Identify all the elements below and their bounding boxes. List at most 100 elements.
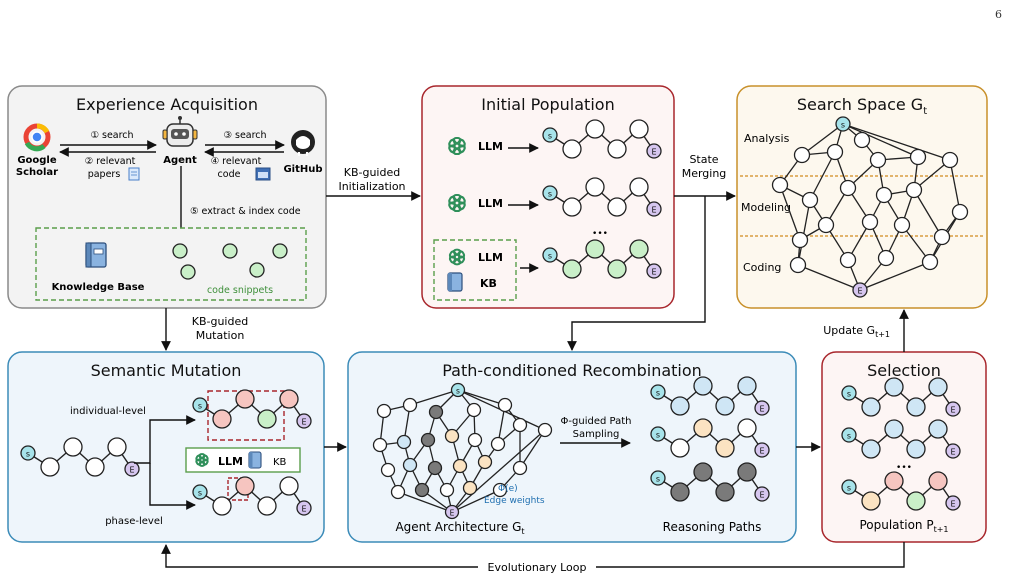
search-space-node [839, 251, 857, 269]
architecture-edge [397, 491, 453, 513]
phase-level-label: phase-level [105, 516, 163, 527]
mutation-source-path-node [107, 437, 127, 457]
openai-icon [195, 453, 209, 467]
selection-path-3-node [928, 471, 948, 491]
openai-icon-petal [453, 136, 466, 147]
architecture-node [444, 504, 460, 520]
code-snippet-nodes [172, 243, 288, 280]
loop-label-bg [478, 559, 596, 575]
openai-icon [448, 136, 466, 156]
architecture-node [439, 482, 455, 498]
sampling-label-2: Sampling [573, 429, 620, 440]
kb-init-label-1: KB-guided [344, 166, 400, 179]
init-path-2-node [542, 185, 558, 201]
experience-panel [7, 85, 327, 309]
search-space-node-label: E [857, 287, 862, 296]
search-space-node [771, 176, 789, 194]
selection-path-1-node-label: E [950, 406, 955, 415]
init-path-2-node [585, 177, 605, 197]
architecture-node [402, 457, 418, 473]
init-path-2-node [607, 197, 627, 217]
architecture-node [420, 432, 436, 448]
search-space-node [826, 143, 844, 161]
phase-modeling: Modeling [741, 201, 791, 214]
init-path-3-node [585, 239, 605, 259]
init-llm-label-3: LLM [478, 251, 503, 264]
init-path-3-node [562, 259, 582, 279]
selection-path-1-node-label: s [847, 390, 851, 399]
sampling-label-1: Φ-guided Path [561, 416, 632, 427]
reasoning-path-2-node [715, 438, 735, 458]
reasoning-path-2-node [737, 418, 757, 438]
code-label-1: ④ relevant [211, 156, 262, 167]
phi-label: Φ(e) [498, 484, 518, 494]
selection-path-2-node [841, 427, 857, 443]
architecture-node [512, 460, 528, 476]
selection-path-3-node [861, 491, 881, 511]
reasoning-path-1-node-label: E [759, 405, 764, 414]
openai-icon [448, 248, 466, 266]
search-space-node [941, 151, 959, 169]
init-ellipsis: ••• [592, 229, 608, 239]
selection-path-2-node [906, 439, 926, 459]
search-space-title-main: Search Space G [797, 95, 923, 114]
selection-ellipsis: ••• [896, 463, 912, 473]
search-right-label: ③ search [223, 130, 266, 141]
individual-level-path-node [296, 413, 312, 429]
architecture-node [380, 462, 396, 478]
search-left-label: ① search [90, 130, 133, 141]
reasoning-path-3-node [650, 470, 666, 486]
architecture-node [490, 436, 506, 452]
search-space-node [869, 151, 887, 169]
architecture-edge [519, 429, 546, 469]
selection-path-2-node [861, 439, 881, 459]
architecture-node [492, 482, 508, 498]
search-space-edge [913, 189, 943, 238]
reasoning-path-1-node [670, 396, 690, 416]
search-space-node [817, 216, 835, 234]
search-space-title-sub: t [923, 106, 927, 117]
reasoning-path-3-node [754, 486, 770, 502]
reasoning-path-3-node-label: E [759, 491, 764, 500]
mutation-split-line-2 [149, 463, 196, 510]
openai-icon-petal [453, 248, 466, 258]
github-icon [291, 130, 315, 156]
robot-agent-icon [162, 116, 198, 147]
architecture-node-label: E [450, 509, 455, 518]
individual-level-label: individual-level [70, 406, 146, 417]
github-label: GitHub [283, 164, 322, 175]
architecture-node [372, 437, 388, 453]
reasoning-path-1-node [650, 384, 666, 400]
selection-path-3-node-label: s [847, 484, 851, 493]
selection-path-3-node-label: E [950, 500, 955, 509]
phase-coding: Coding [743, 261, 781, 274]
mutation-kb-book-icon [248, 451, 262, 469]
architecture-node [462, 480, 478, 496]
search-space-node [852, 282, 868, 298]
phase-level-path-node [235, 476, 255, 496]
reasoning-path-1-node-label: s [656, 389, 660, 398]
google-label-2: Scholar [16, 167, 58, 178]
knowledge-base-label: Knowledge Base [52, 282, 145, 293]
initial-population-title: Initial Population [481, 95, 614, 114]
selection-path-2-node [928, 419, 948, 439]
selection-path-1-node [945, 401, 961, 417]
architecture-edge [451, 489, 501, 513]
document-icon [128, 167, 140, 181]
kb-mutation-label-2: Mutation [196, 329, 245, 342]
selection-path-2-node-label: E [950, 448, 955, 457]
architecture-node-label: s [456, 387, 460, 396]
phase-level-path-node [279, 476, 299, 496]
architecture-node [390, 484, 406, 500]
population-label-main: Population P [859, 518, 933, 532]
mutation-split-line [134, 415, 196, 464]
update-label-main: Update G [823, 324, 875, 337]
code-label-2: code [218, 169, 241, 180]
selection-path-2-node [884, 419, 904, 439]
mutation-source-path-node-label: s [26, 450, 30, 459]
reasoning-path-1-node [693, 376, 713, 396]
search-space-node [801, 191, 819, 209]
search-space-edge [842, 123, 919, 158]
page-number: 6 [995, 8, 1002, 21]
